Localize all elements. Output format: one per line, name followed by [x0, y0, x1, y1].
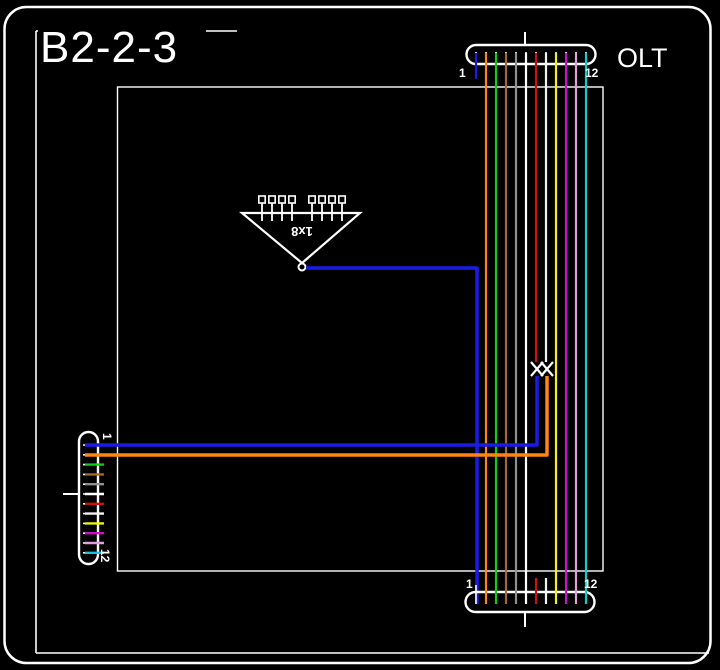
left-connector-ticks: [83, 443, 104, 554]
splitter-port-5: [307, 195, 316, 204]
bottom-connector-label-1: 1: [466, 577, 473, 591]
splitter-port-6: [317, 195, 326, 204]
routed-blue-line: [85, 376, 539, 447]
splitter-port-4: [287, 195, 296, 204]
page-title: B2-2-3: [40, 23, 178, 72]
splitter-feed-line: [306, 266, 479, 604]
bottom-connector-label-12: 12: [584, 577, 598, 591]
left-connector: [63, 430, 104, 566]
splitter-1x8: 1x8: [238, 195, 363, 272]
splitter-ports: [257, 195, 346, 221]
splitter-port-2: [267, 195, 276, 204]
left-connector-label-1: 1: [100, 433, 114, 440]
splitter-port-8: [337, 195, 346, 204]
top-connector-label-1: 1: [459, 66, 466, 80]
fiber-lines: [474, 53, 588, 604]
splice-marks: [530, 361, 554, 377]
splice-x-icon: [540, 361, 554, 377]
splitter-port-1: [257, 195, 266, 204]
bottom-connector-ticks: [475, 585, 587, 604]
outer-border: [3, 5, 712, 665]
top-connector-label-12: 12: [585, 66, 599, 80]
splitter-triangle: [238, 211, 363, 265]
routed-orange-line: [85, 376, 549, 457]
splitter-port-3: [277, 195, 286, 204]
top-connector-ticks: [475, 52, 587, 71]
closure-box: [116, 86, 604, 572]
olt-label: OLT: [617, 43, 668, 73]
splice-x-icon: [530, 361, 544, 377]
left-connector-label-12: 12: [98, 549, 112, 563]
left-connector-body: [77, 430, 100, 566]
splitter-common-port-icon: [297, 262, 307, 272]
splitter-label: 1x8: [291, 224, 313, 239]
splitter-port-7: [327, 195, 336, 204]
bottom-connector-body: [464, 590, 596, 614]
title-backdrop: [38, 16, 206, 68]
top-connector-body: [465, 43, 597, 66]
